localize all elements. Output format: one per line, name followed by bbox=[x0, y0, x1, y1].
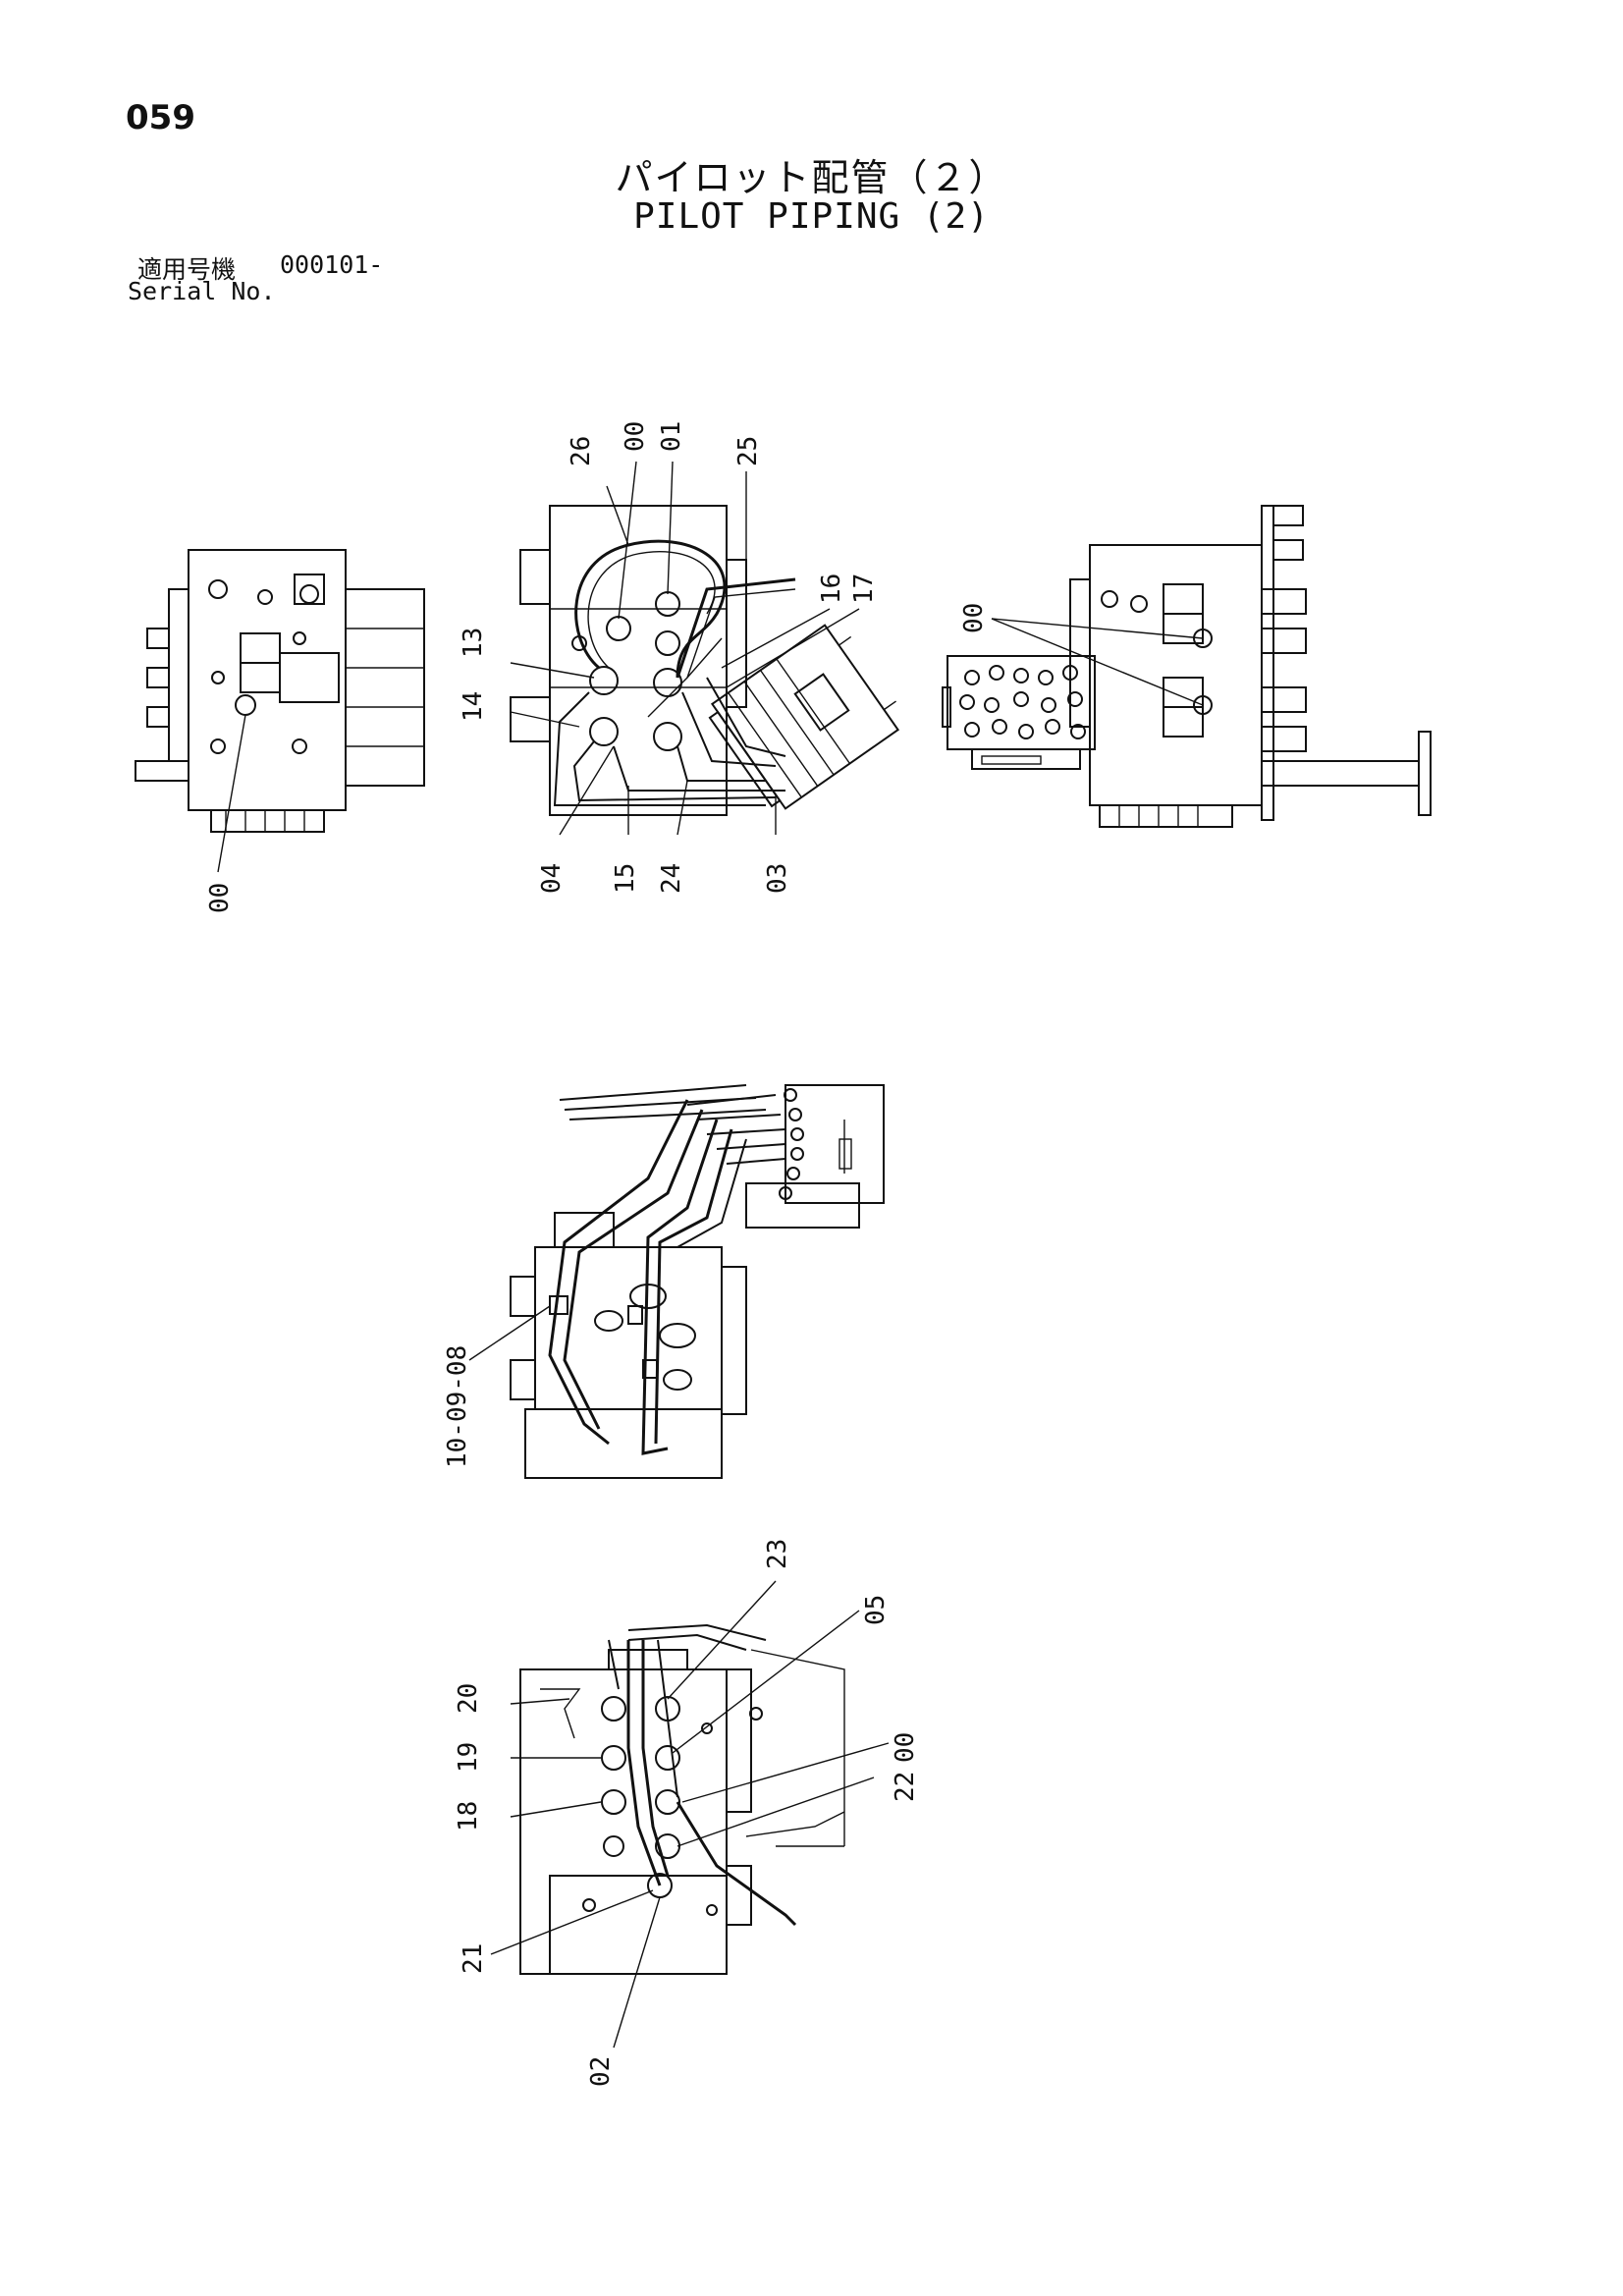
callout-label: 10-09-08 bbox=[443, 1345, 472, 1468]
callout-label: 01 bbox=[657, 421, 686, 452]
serial-label-japanese: 適用号機 bbox=[137, 255, 237, 284]
callout-label: 13 bbox=[459, 628, 488, 658]
valve-side-block bbox=[345, 588, 425, 787]
callout-label: 14 bbox=[459, 691, 488, 722]
view-top-left: 00 bbox=[135, 549, 425, 913]
valve-base-plate bbox=[210, 809, 325, 833]
callout-label: 15 bbox=[611, 863, 640, 894]
port-marker bbox=[235, 694, 256, 716]
view-middle: 10-09-08 bbox=[443, 1084, 885, 1479]
callout-label: 17 bbox=[849, 574, 879, 604]
title-english: PILOT PIPING (2) bbox=[633, 196, 990, 237]
callout-label: 03 bbox=[763, 863, 792, 894]
callout-label: 00 bbox=[959, 603, 989, 633]
view-bottom: 23 05 20 19 18 00 22 21 02 bbox=[454, 1539, 920, 2087]
callout-label: 00 bbox=[205, 883, 235, 913]
title-japanese: パイロット配管（２） bbox=[615, 156, 1008, 199]
callout-label: 22 bbox=[891, 1772, 920, 1802]
callout-label: 20 bbox=[454, 1683, 483, 1714]
callout-label: 02 bbox=[586, 2056, 616, 2087]
leader-line bbox=[217, 714, 246, 873]
page-number: 059 bbox=[126, 98, 195, 137]
callout-label: 00 bbox=[891, 1732, 920, 1763]
view-top-right: 00 bbox=[942, 505, 1432, 828]
serial-number-value: 000101- bbox=[280, 250, 384, 279]
callout-label: 16 bbox=[817, 574, 846, 604]
callout-label: 25 bbox=[733, 436, 763, 466]
callout-label: 04 bbox=[537, 863, 567, 894]
serial-label-english: Serial No. bbox=[128, 277, 276, 305]
callout-label: 24 bbox=[657, 863, 686, 894]
callout-label: 05 bbox=[861, 1595, 891, 1625]
callout-label: 26 bbox=[567, 436, 596, 466]
callout-label: 18 bbox=[454, 1801, 483, 1831]
callout-label: 21 bbox=[459, 1943, 488, 1974]
callout-label: 19 bbox=[454, 1742, 483, 1773]
callout-label: 00 bbox=[621, 421, 650, 452]
callout-label: 23 bbox=[763, 1539, 792, 1569]
pipe-clamp bbox=[549, 1295, 568, 1315]
view-top-center: 26 00 01 25 16 17 13 14 04 15 24 03 bbox=[459, 421, 900, 894]
